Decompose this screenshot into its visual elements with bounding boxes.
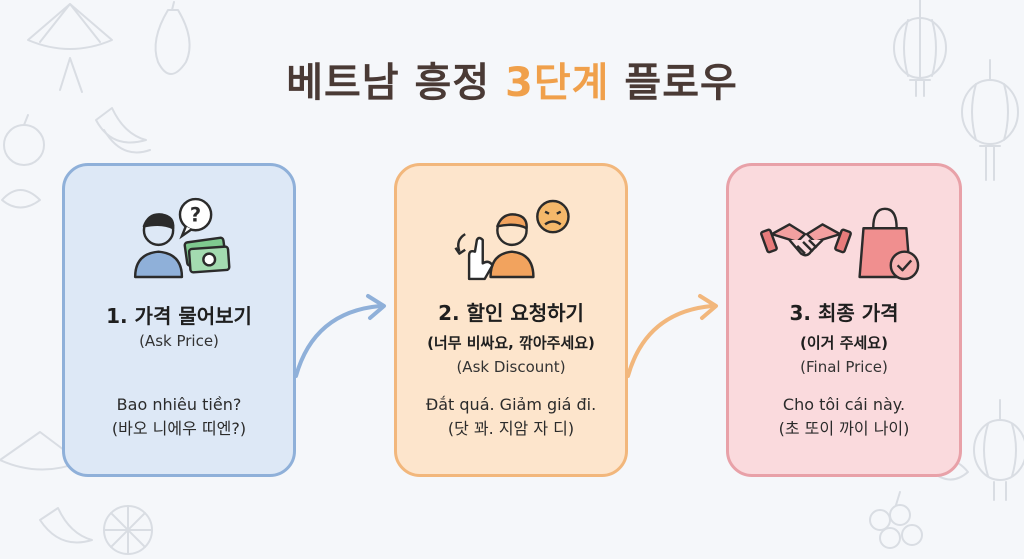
phrase-block: Đắt quá. Giảm giá đi. (닷 꽈. 지암 자 디) [397,393,625,441]
sad-face-icon [536,199,570,234]
shopping-bag-check-icon [858,207,920,281]
step-subtitle: (이거 주세요) [800,334,888,352]
grapes-icon [869,491,923,549]
flow-arrow-1 [294,294,386,378]
phrase-vietnamese: Bao nhiêu tiền? [116,395,242,414]
step-title: 2. 할인 요청하기 [438,301,584,325]
title-accent: 3단계 [505,60,610,106]
leaf-icon [1,189,41,209]
person-gesture-icon [454,213,535,281]
step-card-ask-discount: 2. 할인 요청하기 (너무 비싸요, 깎아주세요) (Ask Discount… [394,163,628,477]
step-english: (Ask Price) [139,332,219,350]
step2-illustration [454,199,570,281]
pear-icon [154,1,191,75]
banana-icon [39,507,93,544]
phrase-block: Bao nhiêu tiền? (바오 니에우 띠엔?) [65,393,293,441]
question-bubble-icon: ? [178,197,213,240]
step-english: (Ask Discount) [456,358,566,376]
conical-hat-icon [27,3,113,93]
person-icon [133,213,184,279]
phrase-block: Cho tôi cái này. (초 또이 까이 나이) [729,393,959,441]
step-subtitle: (너무 비싸요, 깎아주세요) [427,334,595,352]
step-card-final-price: 3. 최종 가격 (이거 주세요) (Final Price) Cho tôi … [726,163,962,477]
lantern-icon [893,0,947,97]
title-suffix: 플로우 [609,60,738,106]
step1-illustration: ? [133,197,231,279]
phrase-korean: (바오 니에우 띠엔?) [111,419,247,438]
phrase-vietnamese: Đắt quá. Giảm giá đi. [425,395,597,414]
handshake-icon [760,223,852,257]
title-prefix: 베트남 흥정 [286,60,506,106]
step-card-ask-price: ? 1. 가격 물어보기 (Ask Price) Bao nhiêu tiền?… [62,163,296,477]
step-title: 1. 가격 물어보기 [106,304,252,328]
orange-slice-icon [103,505,153,555]
step-title: 3. 최종 가격 [789,301,899,325]
phrase-korean: (초 또이 까이 나이) [778,419,910,438]
money-icon [183,236,231,274]
step3-illustration [760,207,920,281]
banana-icon [95,107,151,154]
flow-arrow-2 [626,294,718,378]
phrase-korean: (닷 꽈. 지암 자 디) [447,419,575,438]
step-english: (Final Price) [800,358,888,376]
lantern-icon [973,399,1024,501]
svg-text:?: ? [190,203,201,226]
lantern-icon [961,59,1019,181]
page-title: 베트남 흥정 3단계 플로우 [0,50,1024,108]
phrase-vietnamese: Cho tôi cái này. [782,395,906,414]
apple-icon [3,114,45,166]
